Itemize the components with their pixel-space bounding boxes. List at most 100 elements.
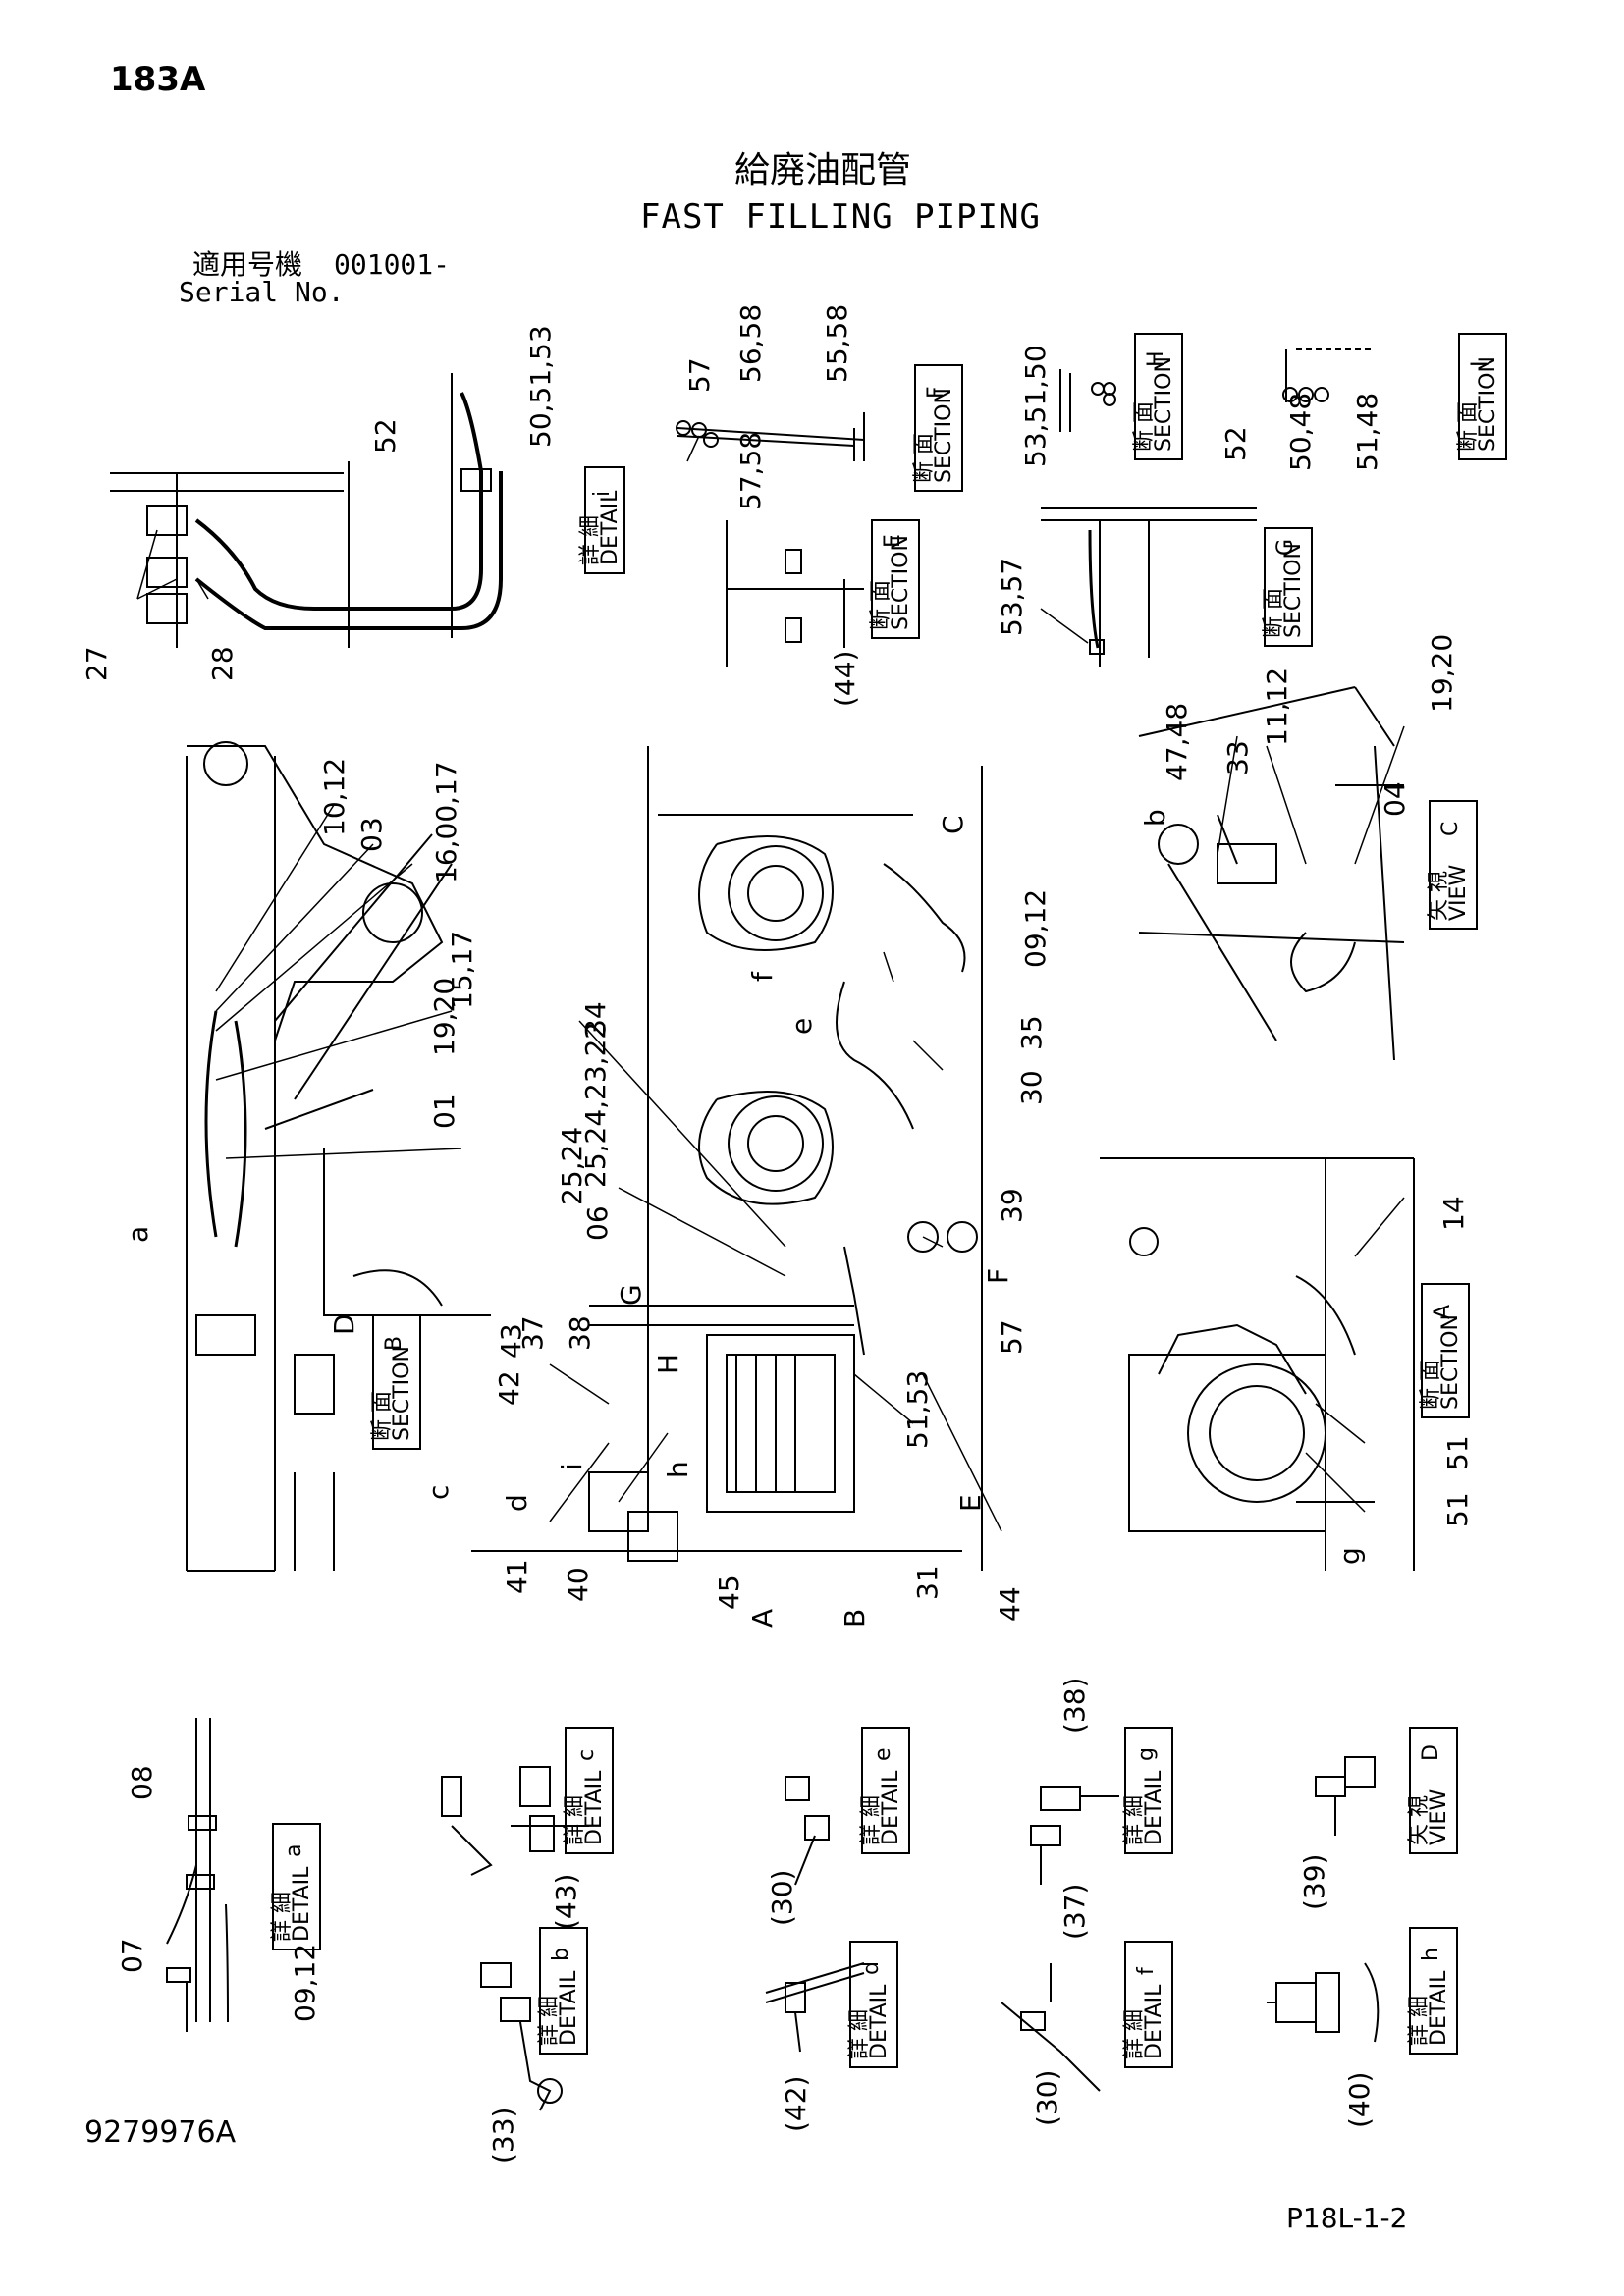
view-label-jp: 断 面: [1456, 401, 1481, 452]
view-label-jp: 詳 細: [859, 1795, 884, 1845]
callout: 03: [355, 817, 388, 852]
callout: c: [422, 1485, 455, 1500]
view-label-en: DETAIL: [1142, 1984, 1166, 2059]
view-label-en: DETAIL: [867, 1984, 892, 2059]
section-f-drawing: [676, 412, 865, 461]
callout: d: [501, 1494, 533, 1512]
callout: 55,58: [821, 304, 853, 383]
callout: 53,51,50: [1019, 345, 1052, 467]
serial-label-en: Serial No.: [179, 276, 345, 308]
detail-a-drawing: [166, 1718, 229, 2032]
view-letter: I: [1468, 361, 1492, 368]
callout: 25,24,23,22: [579, 1022, 612, 1188]
callout: (42): [780, 2076, 812, 2132]
callout: g: [1333, 1547, 1366, 1565]
view-letter: f: [1134, 1966, 1159, 1975]
detail-i-drawing: [110, 373, 503, 648]
view-label-en: VIEW: [1427, 1789, 1451, 1845]
view-label-en: DETAIL: [582, 1770, 607, 1845]
callout: 25,24: [556, 1127, 588, 1205]
section-e-drawing: [726, 520, 864, 667]
callout: 57: [996, 1319, 1028, 1355]
view-label-jp: 詳 細: [537, 1996, 562, 2046]
view-letter: a: [282, 1844, 306, 1857]
view-letter: e: [871, 1747, 895, 1761]
callout: 41: [501, 1559, 533, 1594]
view-letter: g: [1134, 1747, 1159, 1761]
view-label-jp: 詳 細: [270, 1892, 295, 1942]
view-letter: D: [1419, 1744, 1443, 1761]
callout-labels: 57 56,58 55,58 57,58 52 50,51,53 53,51,5…: [81, 304, 1474, 2163]
callout: 56,58: [734, 304, 767, 383]
top-view-drawing: [471, 746, 983, 1571]
callout: 51,53: [901, 1370, 934, 1449]
callout: (38): [1058, 1678, 1091, 1734]
view-label-jp: 矢 視: [1407, 1795, 1432, 1845]
callout: i: [556, 1463, 588, 1470]
view-letter: i: [590, 491, 615, 497]
callout: 11,12: [1261, 667, 1293, 746]
callout: 51: [1441, 1492, 1474, 1527]
callout: B: [839, 1609, 871, 1628]
callout: 38: [564, 1315, 596, 1351]
callout: 34: [579, 1001, 612, 1037]
callout: 01: [428, 1094, 460, 1129]
view-label-en: SECTION: [1281, 543, 1306, 638]
callout: 57,58: [734, 432, 767, 510]
view-label-en: DETAIL: [557, 1970, 581, 2046]
view-letter: C: [1438, 822, 1463, 836]
callout: 15,17: [446, 931, 478, 1009]
callout: e: [785, 1018, 818, 1035]
callout: 51: [1441, 1435, 1474, 1470]
callout: a: [122, 1226, 154, 1243]
callout: (30): [1031, 2070, 1063, 2126]
part-number: 9279976A: [84, 2115, 237, 2150]
view-letter: E: [881, 534, 905, 548]
callout: 42: [493, 1370, 525, 1406]
view-letter: b: [549, 1948, 573, 1961]
view-letter: h: [1419, 1948, 1443, 1961]
callout: (33): [487, 2108, 519, 2163]
title-japanese: 給廃油配管: [734, 150, 912, 190]
callout: 06: [581, 1205, 614, 1241]
callout: 07: [116, 1938, 148, 1973]
callout: 45: [713, 1575, 745, 1610]
view-letter: c: [574, 1749, 599, 1761]
detail-c-drawing: [441, 1766, 589, 1876]
callout: 43: [495, 1323, 527, 1359]
section-h-drawing: [1059, 369, 1116, 432]
view-letter: G: [1273, 539, 1298, 556]
callout: 37: [516, 1315, 549, 1351]
detail-e-drawing: [785, 1776, 830, 1886]
callout: 50,51,53: [524, 325, 557, 448]
callout: F: [982, 1268, 1014, 1284]
callout: (39): [1298, 1854, 1330, 1910]
callout: 57: [683, 357, 716, 393]
view-label-en: DETAIL: [598, 490, 623, 565]
view-label-jp: 断 面: [1419, 1360, 1443, 1410]
view-label-en: SECTION: [1476, 356, 1500, 452]
view-label-en: SECTION: [1152, 356, 1176, 452]
callout: H: [652, 1354, 684, 1374]
callout: 53,57: [996, 558, 1028, 636]
side-view-drawing: [186, 741, 491, 1572]
callout: (30): [766, 1870, 798, 1926]
callout: 52: [1219, 426, 1252, 461]
view-label-en: SECTION: [889, 535, 913, 630]
callout: 30: [1015, 1070, 1048, 1105]
callout: 19,20: [1426, 634, 1458, 713]
detail-g-drawing: [1030, 1786, 1119, 1885]
view-label-en: DETAIL: [1427, 1970, 1451, 2046]
view-label-en: DETAIL: [1142, 1770, 1166, 1845]
view-label-jp: 詳 細: [1407, 1996, 1432, 2046]
title-english: FAST FILLING PIPING: [640, 197, 1041, 237]
callout: 28: [206, 646, 239, 681]
callout: 09,12: [289, 1944, 321, 2022]
serial-label-jp: 適用号機: [192, 248, 303, 281]
view-letter: d: [859, 1961, 884, 1975]
callout: (40): [1343, 2072, 1376, 2128]
callout: 08: [126, 1765, 158, 1800]
serial-value: 001001-: [334, 248, 451, 281]
view-letter: F: [924, 386, 948, 399]
callout: 47,48: [1161, 703, 1193, 781]
